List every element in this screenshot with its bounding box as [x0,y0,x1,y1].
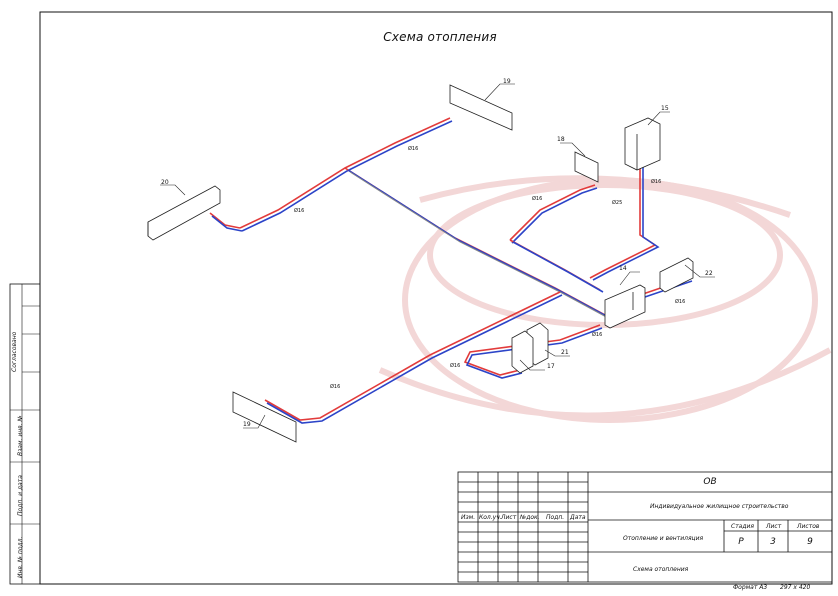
callout-label: 19 [503,78,511,85]
stage-header: Стадия [731,523,755,530]
pipe-labels: Ø16 Ø16 Ø16 Ø25 Ø16 Ø16 Ø16 Ø16 Ø16 [294,145,685,390]
callout-label: 22 [705,270,713,277]
callout-label: 21 [561,349,569,356]
callout-labels: 19 20 18 15 14 22 21 17 19 [161,78,713,428]
title-block-code: ОВ [703,477,717,487]
title-block-header: Лист [501,514,517,521]
stage-value: Р [738,537,744,547]
title-block-header: Дата [570,514,586,521]
sheet-header: Лист [766,523,782,530]
units-17-21 [511,322,549,374]
pipe-label: Ø16 [294,207,304,214]
callout-label: 19 [243,421,251,428]
title-block-section: Отопление и вентиляция [623,535,704,542]
format-label: Формат А3 [733,584,768,591]
sheets-value: 9 [807,537,813,547]
title-block [457,471,833,583]
format-size: 297 х 420 [780,584,811,591]
title-block-sheet-name: Схема отопления [633,566,689,573]
manifold-14 [604,284,646,329]
pipe-return [241,120,453,232]
pipe-label: Ø16 [408,145,418,152]
title-block-header: №док. [520,514,540,521]
sheet-frame [39,11,833,585]
pipe-label: Ø16 [592,331,602,338]
side-approved-label: Согласовано [11,331,18,372]
title-block-header: Подп. [546,514,565,521]
radiator-18 [574,151,599,183]
callout-label: 18 [557,136,565,143]
pipe-label: Ø16 [450,362,460,369]
boiler-15 [624,117,661,171]
side-sign-date-label: Подп. и дата [17,475,24,516]
radiator-22 [659,257,694,293]
radiator-20 [147,185,221,241]
pipe-label: Ø16 [330,383,340,390]
page-title: Схема отопления [383,30,497,44]
pipe-label: Ø25 [612,199,622,206]
radiator-19-top [449,84,513,131]
callout-label: 17 [547,363,555,370]
sheet-value: 3 [770,537,776,547]
pipe-label: Ø16 [675,298,685,305]
leader-lines [160,83,715,429]
callout-label: 15 [661,105,669,112]
sheets-header: Листов [797,523,820,530]
callout-label: 14 [619,265,627,272]
pipe-label: Ø16 [532,195,542,202]
title-block-header: Кол.уч. [479,514,502,521]
radiator-19-bottom [232,391,297,443]
pipe-label: Ø16 [651,178,661,185]
title-block-header: Изм. [461,514,476,521]
title-block-project: Индивидуальное жилищное строительство [650,503,789,510]
side-replace-label: Взам. инв. № [17,415,24,456]
side-stamp-frame [9,283,41,585]
watermark-logo [378,175,832,423]
callout-label: 20 [161,179,169,186]
side-inventory-label: Инв. № подл. [17,536,24,578]
